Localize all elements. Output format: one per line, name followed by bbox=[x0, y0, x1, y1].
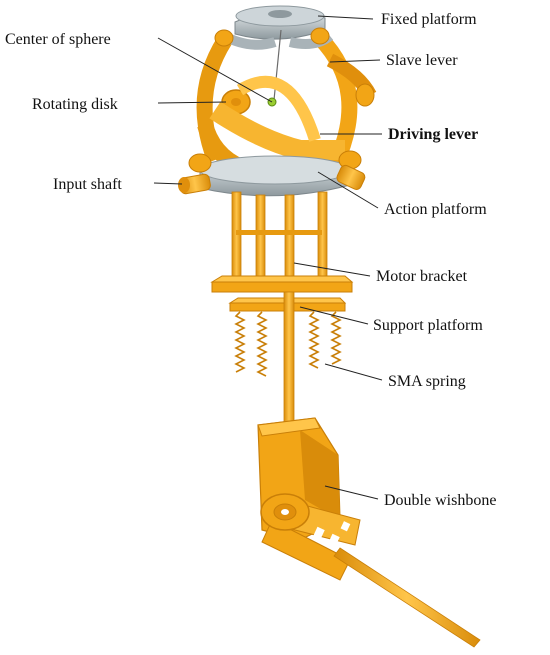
label-sma-spring: SMA spring bbox=[388, 373, 466, 390]
label-motor-bracket: Motor bracket bbox=[376, 268, 468, 285]
bracket-leg-1 bbox=[231, 191, 242, 285]
motor-bracket-plate bbox=[211, 281, 353, 293]
label-action-platform: Action platform bbox=[384, 201, 487, 218]
support-platform-assembly bbox=[228, 291, 347, 423]
wishbone-link-lower bbox=[261, 519, 351, 581]
spherical-mechanism bbox=[178, 5, 377, 197]
bracket-leg-4 bbox=[317, 191, 328, 285]
double-wishbone-assembly bbox=[257, 417, 481, 648]
fixed-platform bbox=[214, 5, 334, 50]
leader-motor-bracket bbox=[293, 262, 371, 277]
label-fixed-platform: Fixed platform bbox=[381, 11, 477, 28]
labels: Fixed platform Center of sphere Slave le… bbox=[5, 11, 496, 509]
bracket-leg-2 bbox=[255, 194, 266, 286]
sma-spring-3 bbox=[308, 311, 320, 369]
label-center-of-sphere: Center of sphere bbox=[5, 31, 111, 48]
leader-double-wishbone bbox=[324, 485, 379, 500]
central-shaft bbox=[283, 291, 295, 423]
leader-lines bbox=[153, 15, 383, 500]
driving-lever-arc bbox=[236, 75, 321, 142]
label-support-platform: Support platform bbox=[373, 317, 483, 334]
sma-springs bbox=[234, 311, 342, 377]
label-slave-lever: Slave lever bbox=[386, 52, 458, 69]
slave-lever-pin bbox=[355, 83, 375, 107]
input-shaft-left-end bbox=[178, 177, 190, 193]
label-rotating-disk: Rotating disk bbox=[32, 96, 118, 113]
bracket-leg-3 bbox=[284, 194, 295, 286]
leader-center-of-sphere bbox=[157, 37, 273, 103]
driving-lever bbox=[209, 101, 345, 161]
motor-bracket-assembly bbox=[210, 191, 354, 293]
label-driving-lever: Driving lever bbox=[388, 126, 478, 143]
leader-sma-spring bbox=[324, 363, 383, 381]
bracket-crossbar bbox=[236, 230, 322, 235]
label-double-wishbone: Double wishbone bbox=[384, 492, 496, 509]
leader-rotating-disk bbox=[157, 101, 227, 104]
leader-slave-lever bbox=[329, 59, 381, 63]
leader-action-platform bbox=[317, 171, 379, 209]
input-shaft-right bbox=[336, 164, 366, 190]
sma-spring-4 bbox=[330, 311, 342, 365]
leader-fixed-platform bbox=[317, 15, 374, 20]
leader-support-platform bbox=[299, 306, 369, 325]
sma-spring-1 bbox=[234, 311, 246, 373]
sma-spring-2 bbox=[256, 311, 268, 377]
shank-rod bbox=[333, 547, 481, 648]
leader-input-shaft bbox=[153, 182, 183, 185]
label-input-shaft: Input shaft bbox=[53, 176, 122, 193]
